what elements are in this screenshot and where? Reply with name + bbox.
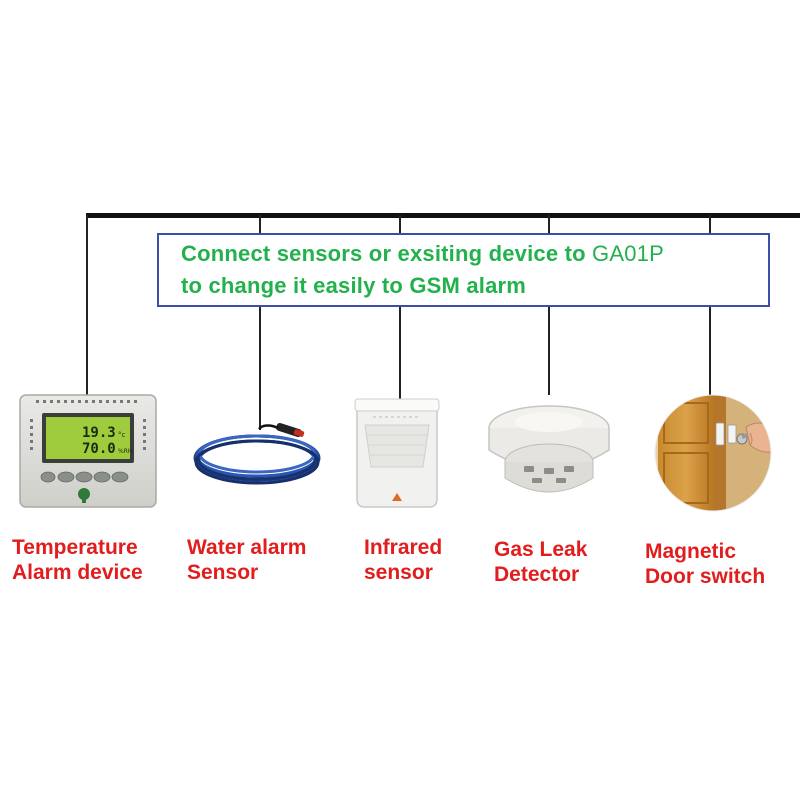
callout-line-2: to change it easily to GSM alarm xyxy=(181,273,527,298)
device-label-line-1: Magnetic xyxy=(645,540,737,563)
model-name: GA01P xyxy=(592,241,664,266)
temperature-alarm-device: 19.3 °c 70.0 %RH xyxy=(19,394,157,508)
device-label-line-2: Detector xyxy=(494,563,580,586)
gas-leak-detector xyxy=(488,405,610,493)
drop-wire-water xyxy=(259,215,261,430)
drop-wire-infrared xyxy=(399,215,401,400)
drop-wire-temperature xyxy=(86,215,88,395)
device-label-line-1: Gas Leak xyxy=(494,538,588,561)
callout-box: Connect sensors or exsiting device to GA… xyxy=(157,233,770,307)
water-alarm-sensor xyxy=(193,422,321,485)
callout-text: Connect sensors or exsiting device to xyxy=(181,241,593,266)
device-label-line-1: Water alarm xyxy=(187,536,307,559)
magnetic-door-switch xyxy=(654,394,772,512)
device-label-infrared: Infrared sensor xyxy=(364,535,442,585)
display-temperature-unit: °c xyxy=(118,431,126,439)
display-temperature: 19.3 xyxy=(82,425,116,441)
device-label-line-2: Door switch xyxy=(645,565,766,588)
device-label-line-2: sensor xyxy=(364,561,433,584)
infrared-sensor xyxy=(354,398,440,508)
display-humidity-unit: %RH xyxy=(118,448,132,455)
device-label-line-2: Sensor xyxy=(187,561,259,584)
device-label-line-1: Infrared xyxy=(364,536,443,559)
display-humidity: 70.0 xyxy=(82,441,116,457)
device-label-gas: Gas Leak Detector xyxy=(494,537,587,587)
device-label-temperature: Temperature Alarm device xyxy=(12,535,143,585)
device-label-water: Water alarm Sensor xyxy=(187,535,306,585)
device-label-line-1: Temperature xyxy=(12,536,138,559)
device-label-line-2: Alarm device xyxy=(12,561,143,584)
connection-bus-line xyxy=(86,213,800,218)
device-label-door: Magnetic Door switch xyxy=(645,539,765,589)
callout-line-1: Connect sensors or exsiting device to GA… xyxy=(181,241,664,267)
